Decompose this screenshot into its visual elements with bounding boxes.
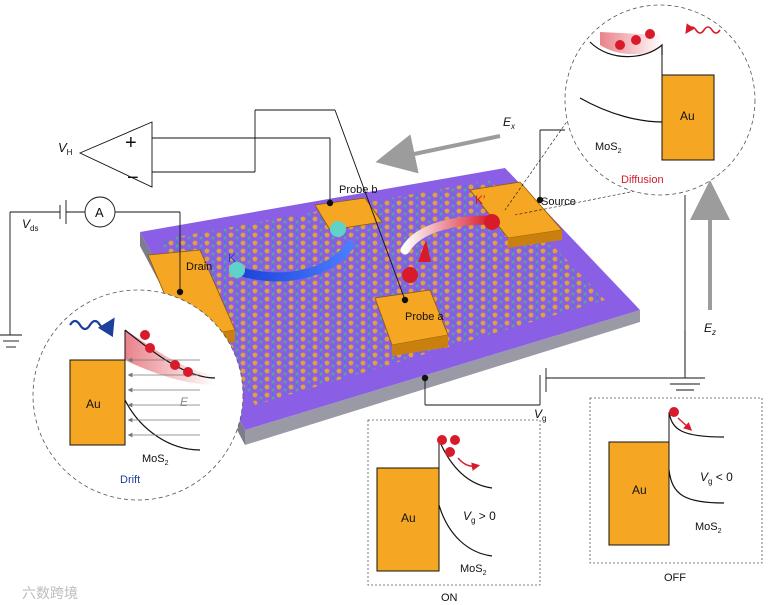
probe-a-electrode: [374, 289, 449, 356]
k-prime-label: K′: [475, 193, 486, 207]
probe-a-label: Probe a: [405, 311, 444, 323]
vds-label: Vds: [22, 217, 38, 233]
plus-terminal-label: +: [125, 132, 137, 154]
off-au-label: Au: [632, 483, 647, 497]
on-band-lower: [438, 504, 493, 557]
drift-electron-3: [170, 360, 180, 370]
off-electron: [669, 407, 679, 417]
drift-band-upper: [124, 329, 216, 379]
contact-dots: [176, 196, 544, 382]
drift-photon-icon: [69, 317, 115, 338]
exciton-red-lower: [402, 267, 418, 283]
exciton-red-upper: [484, 214, 500, 230]
k-label: K: [228, 251, 236, 265]
drift-band-lower: [124, 399, 201, 451]
on-inset: Au Vg > 0 MoS2 ON: [367, 419, 541, 604]
on-mos2-label: MoS2: [460, 563, 487, 577]
diffusion-guide-bottom: [514, 189, 641, 216]
drain-label: Drain: [186, 261, 212, 273]
off-inset: Au Vg < 0 MoS2 OFF: [589, 397, 763, 584]
hall-amplifier: [78, 121, 153, 188]
off-au-block: [608, 441, 670, 546]
on-electron-3: [445, 447, 455, 457]
on-electron-2: [450, 435, 460, 445]
probe-b-label: Probe b: [339, 184, 378, 196]
drift-caption: Drift: [120, 474, 140, 486]
off-caption: OFF: [664, 572, 686, 584]
on-au-label: Au: [401, 511, 416, 525]
diffusion-mos2-label: MoS2: [595, 141, 622, 155]
diffusion-band-lower: [579, 97, 663, 123]
drift-field-label: E: [180, 395, 189, 409]
diffusion-au-label: Au: [680, 109, 695, 123]
off-band-lower: [668, 469, 725, 504]
substrate-side: [245, 310, 640, 445]
diffusion-au-block: [661, 74, 715, 161]
on-condition-label: Vg > 0: [463, 509, 496, 525]
k-valley-bump: [418, 240, 431, 262]
circuit-wires: [9, 109, 686, 406]
probe-b-electrode: [314, 197, 383, 231]
ez-label: Ez: [704, 321, 716, 337]
drift-au-label: Au: [86, 397, 101, 411]
diffusion-photon-icon: [685, 23, 721, 34]
drift-electron-4: [183, 367, 193, 377]
ex-label: Ex: [503, 115, 516, 131]
k-valley-current-blue: [230, 240, 355, 282]
watermark: 六数跨境: [22, 585, 78, 601]
drift-au-block: [69, 359, 126, 446]
on-electron-1: [437, 435, 447, 445]
k-prime-valley-current-red: [400, 215, 495, 255]
drift-mos2-label: MoS2: [142, 453, 169, 467]
off-condition-label: Vg < 0: [700, 470, 733, 486]
diffusion-guide-top: [504, 109, 576, 211]
minus-terminal-label: −: [127, 167, 139, 189]
ground-left: [0, 334, 22, 348]
ex-arrow: [375, 134, 501, 174]
drift-inset: Au E MoS2 Drift: [32, 289, 244, 501]
ammeter-label: A: [95, 205, 104, 220]
diffusion-caption: Diffusion: [621, 174, 664, 186]
vg-label: Vg: [534, 407, 546, 423]
off-mos2-label: MoS2: [695, 521, 722, 535]
ground-right: [665, 377, 705, 391]
drift-electron-2: [145, 343, 155, 353]
on-caption: ON: [441, 592, 458, 604]
drift-electron-1: [140, 330, 150, 340]
on-band-upper: [438, 439, 493, 489]
diffusion-inset: Au MoS2 Diffusion: [564, 4, 756, 196]
mos2-flake: [160, 180, 605, 405]
on-electron-arrow: [457, 457, 481, 471]
diffusion-electron-2: [631, 35, 641, 45]
ammeter: [84, 196, 116, 228]
off-electron-arrow: [677, 417, 693, 431]
source-label: Source: [541, 196, 576, 208]
exciton-cyan-left: [229, 262, 245, 278]
diffusion-electron-3: [645, 29, 655, 39]
exciton-cyan-right: [330, 221, 346, 237]
diffusion-electron-1: [615, 40, 625, 50]
off-band-upper: [668, 411, 725, 438]
vh-label: VH: [58, 140, 73, 157]
